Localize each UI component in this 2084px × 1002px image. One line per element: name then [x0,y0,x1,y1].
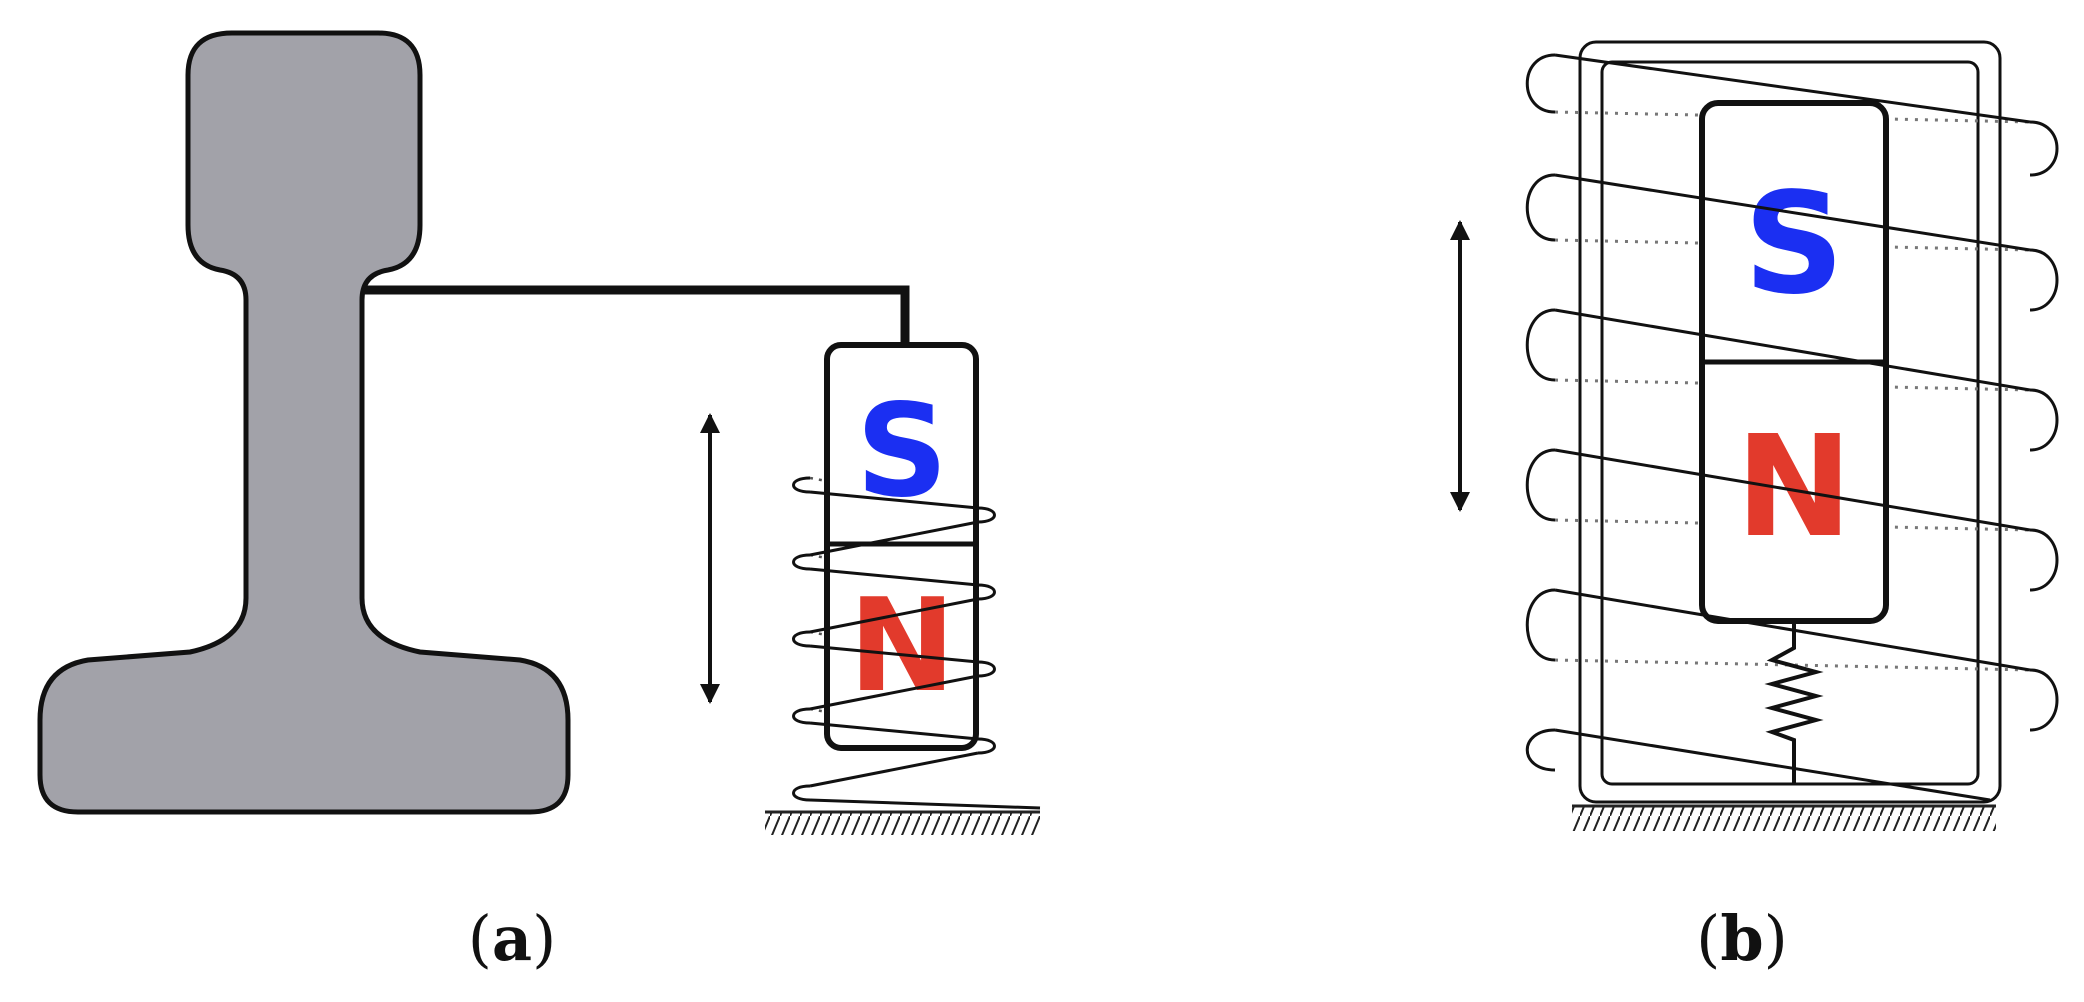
coil-front-b [1525,53,2059,802]
coil-front-a [792,476,1041,810]
spring [1764,621,1824,784]
connecting-rod [362,285,910,345]
caption-b-letter: b [1720,902,1763,975]
caption-b: (b) [1696,902,1788,975]
housing-inner [1600,60,1980,786]
ground-hatch-a [765,813,1040,835]
north-pole-label-a: N [848,572,955,721]
panel-b: S N (b) [1450,40,2059,975]
north-pole-label-b: N [1735,406,1852,569]
caption-b-open: ( [1696,902,1720,975]
panel-a: S N (a) [37,30,1041,975]
south-pole-label-b: S [1744,163,1845,326]
caption-a-open: ( [468,902,492,975]
rail-profile [37,30,571,815]
caption-a-close: ) [532,902,556,975]
caption-a-letter: a [492,902,532,975]
caption-b-close: ) [1764,902,1788,975]
ground-hatch-b [1572,807,1996,831]
caption-a: (a) [468,902,557,975]
